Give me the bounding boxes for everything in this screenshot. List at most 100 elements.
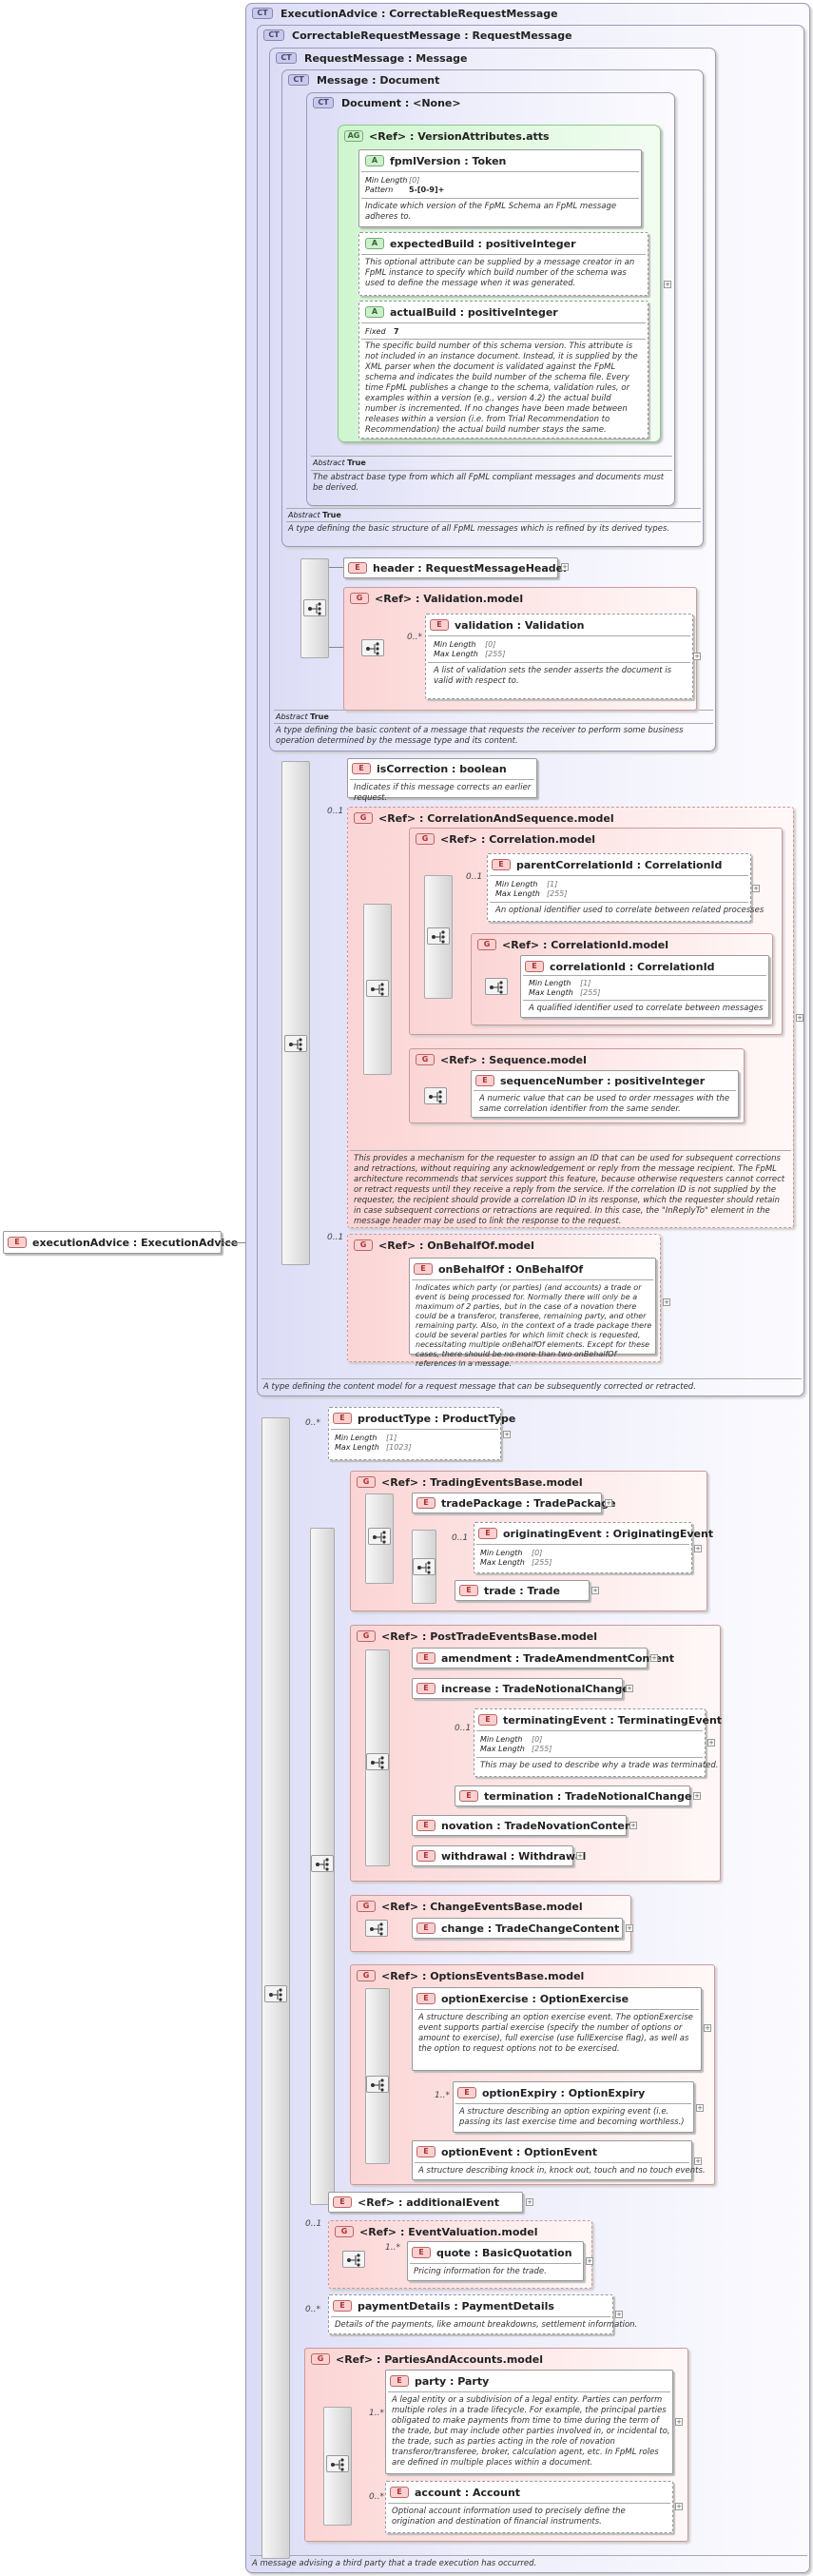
element-option-event[interactable]: E optionEvent : OptionEvent A structure … — [412, 2140, 706, 2180]
min-length-key: Min Length — [434, 640, 476, 649]
min-length-key: Min Length — [365, 176, 408, 185]
group-tag: G — [477, 939, 496, 950]
group-title: <Ref> : TradingEventsBase.model — [381, 1476, 583, 1489]
element-title: header : RequestMessageHeader — [373, 562, 569, 575]
expand-toggle[interactable]: + — [526, 2198, 533, 2206]
cardinality: 0..1 — [466, 872, 483, 882]
element-trade[interactable]: E trade : Trade — [455, 1580, 590, 1601]
element-description: A numeric value that can be used to orde… — [479, 1094, 730, 1114]
group-tag: G — [357, 1970, 376, 1981]
attribute-fpml-version[interactable]: A fpmlVersion : Token Min Length [0] Pat… — [358, 149, 642, 227]
sequence-icon — [368, 1528, 391, 1545]
element-termination[interactable]: E termination : TradeNotionalChange — [455, 1786, 692, 1806]
expand-toggle[interactable]: + — [586, 2257, 593, 2265]
element-title: optionEvent : OptionEvent — [441, 2146, 598, 2158]
complex-type-tag: CT — [263, 29, 284, 41]
max-length-key: Max Length — [529, 988, 573, 997]
element-product-type[interactable]: E productType : ProductType Min Length [… — [328, 1407, 515, 1460]
expand-toggle[interactable]: + — [664, 281, 671, 288]
element-parent-correlation-id[interactable]: E parentCorrelationId : CorrelationId Mi… — [487, 853, 764, 922]
expand-toggle[interactable]: + — [629, 1822, 637, 1829]
element-trade-package[interactable]: E tradePackage : TradePackage — [412, 1493, 616, 1513]
element-tag: E — [475, 1075, 494, 1086]
expand-toggle[interactable]: + — [693, 1792, 701, 1800]
expand-toggle[interactable]: + — [576, 1852, 584, 1860]
element-account[interactable]: E account : Account Optional account inf… — [385, 2481, 673, 2533]
element-description: A legal entity or a subdivision of a leg… — [392, 2395, 670, 2468]
element-title: termination : TradeNotionalChange — [484, 1790, 692, 1803]
element-option-exercise[interactable]: E optionExercise : OptionExercise A stru… — [412, 1987, 702, 2071]
element-on-behalf-of[interactable]: E onBehalfOf : OnBehalfOf Indicates whic… — [409, 1258, 656, 1368]
element-title: validation : Validation — [455, 619, 585, 632]
element-tag: E — [416, 1683, 436, 1694]
element-withdrawal[interactable]: E withdrawal : Withdrawal — [412, 1845, 586, 1866]
expand-toggle[interactable]: + — [693, 653, 701, 660]
element-tag: E — [390, 2375, 409, 2387]
element-is-correction[interactable]: E isCorrection : boolean Indicates if th… — [347, 758, 537, 803]
expand-toggle[interactable]: + — [675, 2418, 683, 2426]
expand-toggle[interactable]: + — [663, 1298, 670, 1306]
expand-toggle[interactable]: + — [694, 1545, 702, 1552]
expand-toggle[interactable]: + — [696, 2104, 704, 2112]
min-length-value: [0] — [485, 640, 496, 649]
min-length-key: Min Length — [335, 1434, 377, 1442]
expand-toggle[interactable]: + — [626, 1685, 633, 1692]
expand-toggle[interactable]: + — [796, 1014, 803, 1022]
expand-toggle[interactable]: + — [675, 2503, 683, 2510]
complex-type-description: A type defining the content model for a … — [263, 1382, 696, 1392]
expand-toggle[interactable]: + — [707, 1739, 715, 1747]
expand-toggle[interactable]: + — [605, 1499, 612, 1507]
min-length-value: [0] — [409, 176, 420, 185]
element-header[interactable]: E header : RequestMessageHeader — [343, 557, 569, 578]
expand-toggle[interactable]: + — [752, 885, 760, 892]
max-length-key: Max Length — [480, 1745, 525, 1753]
expand-toggle[interactable]: + — [694, 2157, 702, 2165]
expand-toggle[interactable]: + — [626, 1924, 633, 1932]
element-description: Details of the payments, like amount bre… — [335, 2320, 638, 2330]
complex-type-title: Document : <None> — [341, 97, 461, 109]
element-tag: E — [416, 1652, 436, 1664]
group-title: <Ref> : CorrelationAndSequence.model — [378, 812, 614, 825]
element-tag: E — [416, 1850, 436, 1862]
group-tag: G — [357, 1630, 376, 1642]
element-change[interactable]: E change : TradeChangeContent — [412, 1918, 623, 1939]
element-party[interactable]: E party : Party A legal entity or a subd… — [385, 2370, 673, 2474]
element-increase[interactable]: E increase : TradeNotionalChange — [412, 1678, 629, 1699]
max-length-value: [255] — [485, 650, 506, 658]
expand-toggle[interactable]: + — [591, 1587, 599, 1594]
element-payment-details[interactable]: E paymentDetails : PaymentDetails Detail… — [328, 2294, 638, 2334]
group-tag: G — [335, 2226, 354, 2237]
element-sequence-number[interactable]: E sequenceNumber : positiveInteger A num… — [471, 1070, 739, 1118]
element-title: increase : TradeNotionalChange — [441, 1683, 629, 1695]
element-validation[interactable]: E validation : Validation Min Length [0]… — [425, 614, 693, 699]
expand-toggle[interactable]: + — [503, 1431, 511, 1438]
element-title: productType : ProductType — [358, 1413, 516, 1425]
pattern-value: 5-[0-9]+ — [409, 185, 445, 194]
attribute-actual-build[interactable]: A actualBuild : positiveInteger Fixed 7 … — [358, 301, 648, 439]
element-tag: E — [8, 1237, 27, 1248]
element-originating-event[interactable]: E originatingEvent : OriginatingEvent Mi… — [474, 1522, 713, 1573]
sequence-icon — [303, 599, 326, 616]
element-amendment[interactable]: E amendment : TradeAmendmentContent — [412, 1648, 674, 1669]
element-correlation-id[interactable]: E correlationId : CorrelationId Min Leng… — [520, 955, 769, 1018]
cardinality: 0..* — [407, 633, 422, 642]
expand-toggle[interactable]: + — [704, 2024, 711, 2032]
element-tag: E — [416, 1820, 436, 1831]
max-length-value: [255] — [532, 1558, 552, 1567]
expand-toggle[interactable]: + — [615, 2311, 623, 2318]
element-description: A qualified identifier used to correlate… — [529, 1004, 764, 1013]
expand-toggle[interactable]: + — [650, 1654, 658, 1662]
root-element[interactable]: E executionAdvice : ExecutionAdvice — [3, 1231, 238, 1254]
element-quote[interactable]: E quote : BasicQuotation Pricing informa… — [407, 2241, 584, 2281]
cardinality: 1..* — [435, 2091, 450, 2100]
element-description: A structure describing knock in, knock o… — [418, 2166, 706, 2176]
group-title: <Ref> : PartiesAndAccounts.model — [336, 2353, 543, 2366]
element-additional-event[interactable]: E <Ref> : additionalEvent — [328, 2192, 523, 2213]
element-terminating-event[interactable]: E terminatingEvent : TerminatingEvent Mi… — [474, 1708, 722, 1777]
expand-toggle[interactable]: + — [561, 563, 569, 571]
abstract-meta: Abstract True — [288, 511, 341, 519]
element-novation[interactable]: E novation : TradeNovationContent — [412, 1815, 637, 1836]
attribute-expected-build[interactable]: A expectedBuild : positiveInteger This o… — [358, 232, 648, 296]
element-option-expiry[interactable]: E optionExpiry : OptionExpiry A structur… — [453, 2081, 694, 2133]
group-title: <Ref> : Sequence.model — [440, 1054, 587, 1066]
